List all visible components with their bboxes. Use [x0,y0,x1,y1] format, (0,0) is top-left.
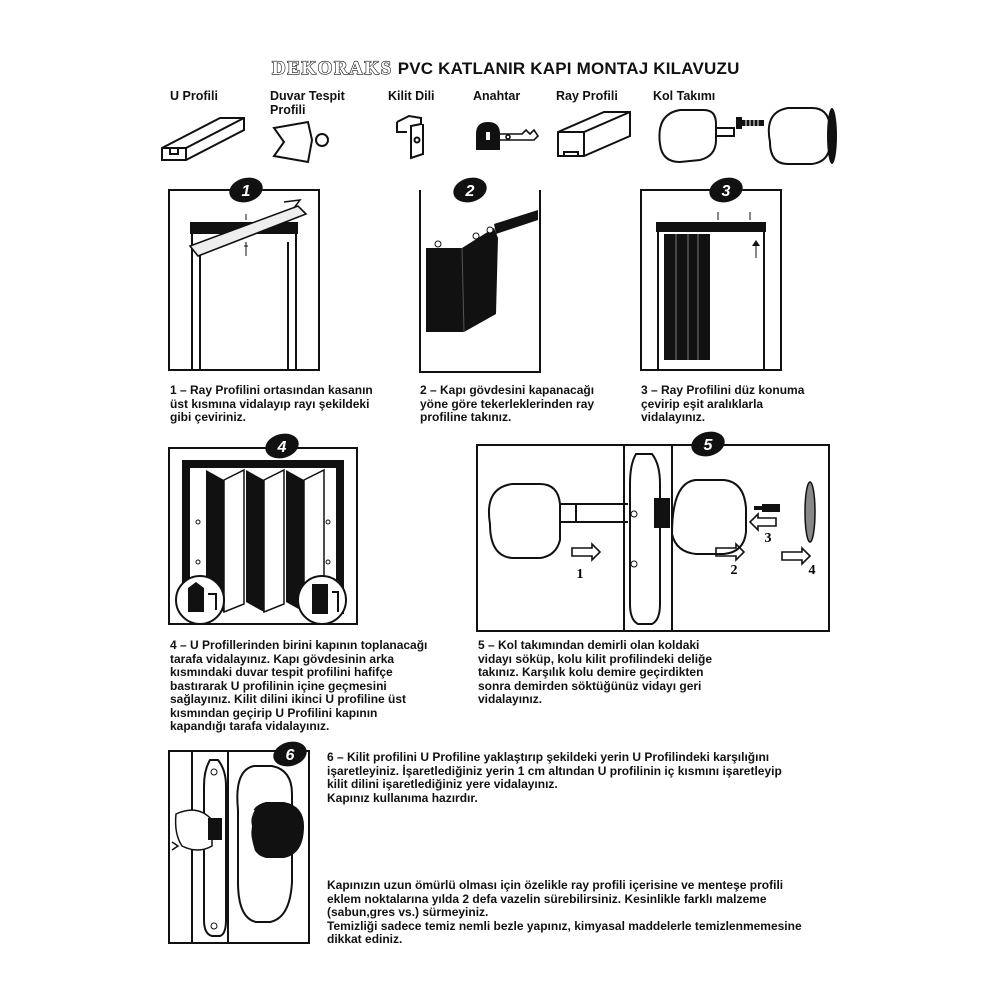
step-1-number: 1 [242,183,251,200]
step-1-illustration [168,189,320,371]
step-2-number: 2 [465,183,475,200]
step-1-caption: 1 – Ray Profilini ortasından kasanın üst… [170,383,373,424]
step-4-caption: 4 – U Profillerinden birini kapının topl… [170,638,428,733]
part-label-kilit-dili: Kilit Dili [388,89,435,103]
page-title: DEKORAKS PVC KATLANIR KAPI MONTAJ KILAVU… [271,57,740,80]
step-5-number: 5 [704,437,714,454]
step-6-number: 6 [286,747,295,764]
u-profile-illustration [161,117,245,161]
step-4-badge: 4 [265,433,299,459]
step-2-caption: 2 – Kapı gövdesini kapanacağı yöne göre … [420,383,595,424]
step-6-badge: 6 [273,741,307,767]
part-label-duvar-tespit-profili: Duvar Tespit Profili [270,89,345,117]
step-3-caption: 3 – Ray Profilini düz konuma çevirip eşi… [641,383,805,424]
step-3-illustration [640,189,782,371]
step-4-number: 4 [277,439,287,456]
brand-logo-text: DEKORAKS [271,57,393,79]
step-4-illustration [168,447,358,625]
step-3-badge: 3 [709,177,743,203]
step-5-badge: 5 [691,431,725,457]
step-6-illustration [168,750,310,944]
wall-fixing-profile-illustration [272,120,329,164]
maintenance-note: Kapınızın uzun ömürlü olması için özelik… [327,878,802,946]
step-2-illustration [419,190,541,373]
step-5-arrow-label-1: 1 [577,567,584,582]
part-label-anahtar: Anahtar [473,89,521,103]
step-1-badge: 1 [229,177,263,203]
title-text: PVC KATLANIR KAPI MONTAJ KILAVUZU [397,59,740,78]
part-label-u-profili: U Profili [170,89,218,103]
step-5-illustration: 1 2 3 4 [476,444,830,632]
key-illustration [476,122,540,150]
step-5-arrow-label-2: 2 [731,563,738,578]
step-5-arrow-label-3: 3 [765,531,772,546]
part-label-ray-profili: Ray Profili [556,89,618,103]
step-3-number: 3 [722,183,731,200]
step-5-arrow-label-4: 4 [809,563,816,578]
rail-profile-illustration [557,111,631,157]
handle-set-illustration [658,107,837,165]
step-6-caption: 6 – Kilit profilini U Profiline yaklaştı… [327,750,782,805]
lock-tongue-illustration [396,114,424,160]
part-label-kol-takimi: Kol Takımı [653,89,716,103]
step-5-caption: 5 – Kol takımından demirli olan koldaki … [478,638,713,706]
step-2-badge: 2 [453,177,487,203]
